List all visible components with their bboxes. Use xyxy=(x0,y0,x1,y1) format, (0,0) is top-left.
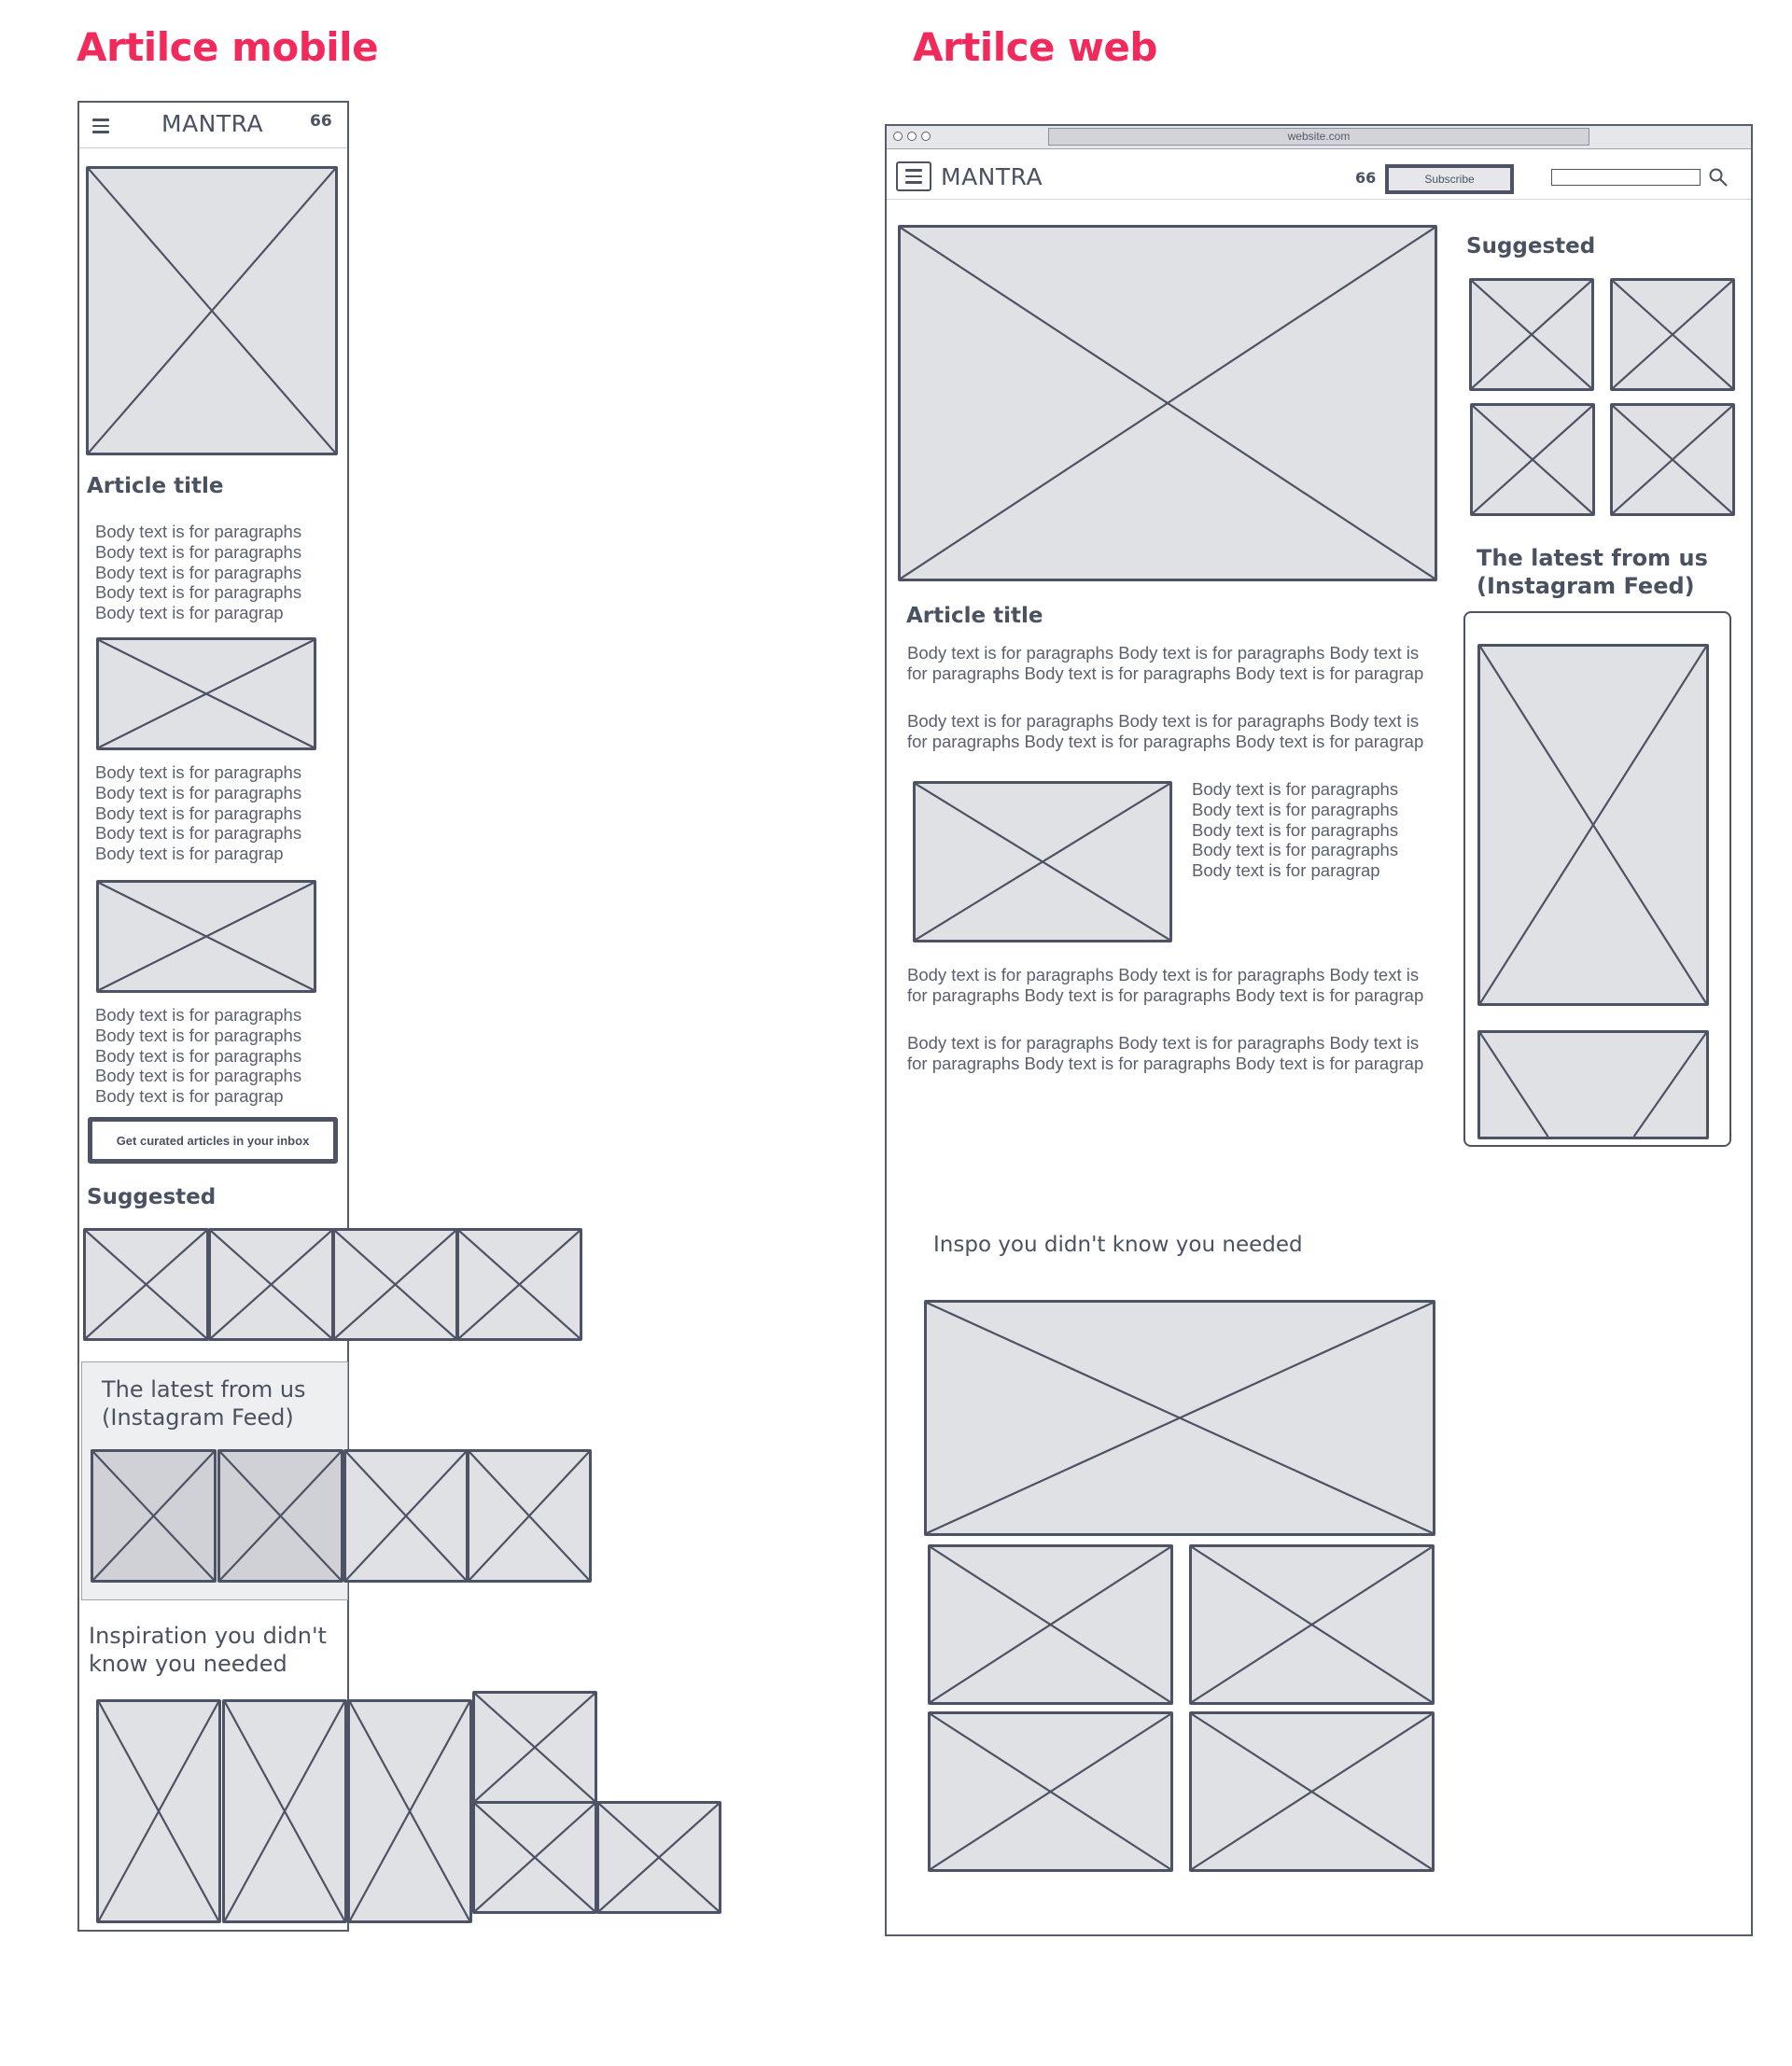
web-instagram-title: The latest from us(Instagram Feed) xyxy=(1477,545,1708,599)
instagram-post[interactable] xyxy=(91,1449,217,1583)
inspiration-tile[interactable] xyxy=(222,1699,347,1923)
hamburger-menu-icon[interactable] xyxy=(92,119,109,137)
web-section-heading: Artilce web xyxy=(913,24,1157,70)
mobile-suggested-card[interactable] xyxy=(456,1228,582,1341)
inspo-tile[interactable] xyxy=(928,1711,1173,1872)
web-hero-image xyxy=(898,225,1437,581)
web-inspo-title: Inspo you didn't know you needed xyxy=(933,1233,1303,1257)
hamburger-menu-button[interactable] xyxy=(896,161,931,191)
inspo-tile[interactable] xyxy=(1189,1711,1435,1872)
instagram-post[interactable] xyxy=(467,1449,592,1583)
web-paragraph-4: Body text is for paragraphs Body text is… xyxy=(907,1033,1424,1073)
mobile-section-heading: Artilce mobile xyxy=(77,24,379,70)
inspiration-tile[interactable] xyxy=(472,1691,597,1804)
inspiration-tile[interactable] xyxy=(96,1699,221,1923)
inspo-tile[interactable] xyxy=(1189,1544,1435,1705)
mobile-hero-image xyxy=(86,166,338,455)
inspiration-tile[interactable] xyxy=(472,1801,597,1914)
instagram-post[interactable] xyxy=(217,1449,343,1583)
web-paragraph-1: Body text is for paragraphs Body text is… xyxy=(907,643,1424,683)
mobile-brand-logo[interactable]: MANTRA xyxy=(161,110,264,137)
search-icon[interactable] xyxy=(1708,167,1729,188)
hamburger-menu-icon xyxy=(905,169,922,188)
inspiration-tile[interactable] xyxy=(596,1801,721,1914)
mobile-inline-image-1 xyxy=(96,637,316,750)
subscribe-button[interactable]: Subscribe xyxy=(1385,164,1514,194)
url-text: website.com xyxy=(1287,130,1351,143)
mobile-suggested-card[interactable] xyxy=(208,1228,334,1341)
web-suggested-card[interactable] xyxy=(1610,403,1735,516)
window-minimize-icon[interactable] xyxy=(907,132,917,141)
web-paragraph-3: Body text is for paragraphs Body text is… xyxy=(907,965,1424,1005)
quote-icon[interactable]: 66 xyxy=(310,112,332,131)
mobile-suggested-card[interactable] xyxy=(332,1228,458,1341)
web-article-title: Article title xyxy=(906,604,1043,628)
cta-label: Get curated articles in your inbox xyxy=(116,1133,310,1148)
address-bar[interactable]: website.com xyxy=(1048,128,1589,146)
mobile-suggested-title: Suggested xyxy=(87,1185,217,1209)
mobile-inline-image-2 xyxy=(96,880,316,993)
mobile-article-title: Article title xyxy=(87,474,224,498)
inspo-feature-image[interactable] xyxy=(924,1300,1435,1536)
window-maximize-icon[interactable] xyxy=(921,132,931,141)
mobile-header xyxy=(79,103,347,148)
web-suggested-title: Suggested xyxy=(1466,234,1596,258)
search-input[interactable] xyxy=(1551,169,1701,186)
subscribe-label: Subscribe xyxy=(1424,173,1475,186)
mobile-instagram-title: The latest from us(Instagram Feed) xyxy=(102,1376,306,1431)
web-paragraph-2: Body text is for paragraphs Body text is… xyxy=(907,711,1424,751)
web-instagram-feed-container xyxy=(1463,611,1731,1147)
inspiration-tile[interactable] xyxy=(347,1699,472,1923)
web-suggested-card[interactable] xyxy=(1470,403,1595,516)
mobile-suggested-card[interactable] xyxy=(83,1228,209,1341)
newsletter-cta-button[interactable]: Get curated articles in your inbox xyxy=(88,1117,338,1164)
web-brand-logo[interactable]: MANTRA xyxy=(941,163,1043,190)
instagram-post[interactable] xyxy=(1477,644,1709,1006)
web-suggested-card[interactable] xyxy=(1469,278,1594,391)
web-inline-image xyxy=(913,781,1172,942)
window-close-icon[interactable] xyxy=(893,132,903,141)
instagram-post[interactable] xyxy=(343,1449,469,1583)
inspo-tile[interactable] xyxy=(928,1544,1173,1705)
web-header xyxy=(887,149,1751,200)
web-suggested-card[interactable] xyxy=(1610,278,1735,391)
instagram-post[interactable] xyxy=(1477,1030,1709,1139)
quote-icon[interactable]: 66 xyxy=(1355,169,1377,187)
